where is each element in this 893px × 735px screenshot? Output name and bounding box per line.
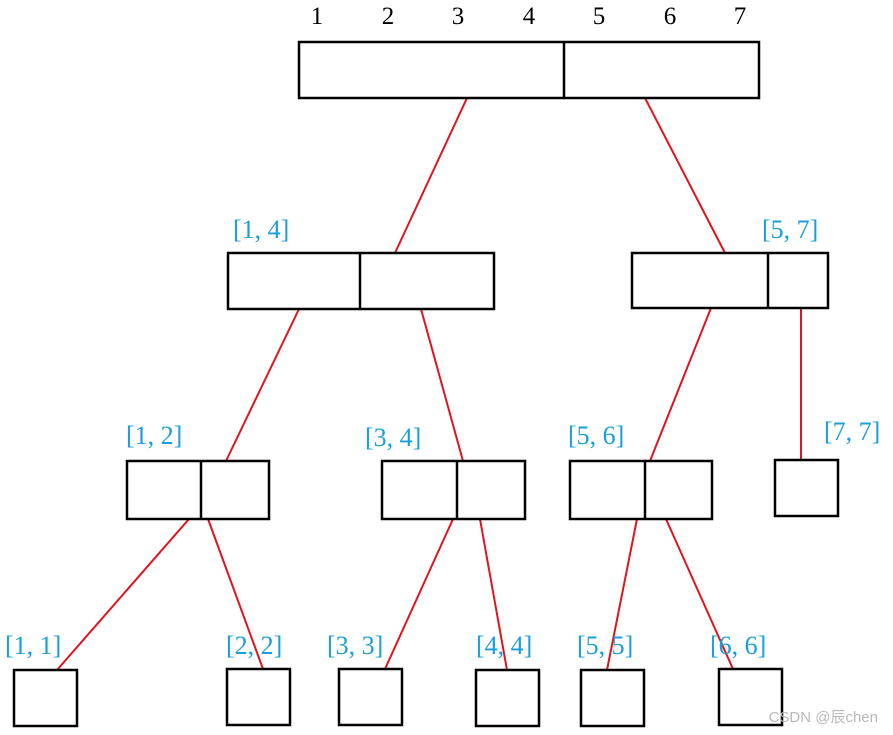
edge-5-7-to-5-6: [649, 307, 712, 462]
range-label-3-4: [3, 4]: [365, 423, 421, 452]
index-label: 6: [664, 3, 677, 30]
node-5-6: [568, 459, 714, 521]
range-label-1-4: [1, 4]: [233, 215, 289, 244]
range-label-5-5: [5, 5]: [577, 631, 633, 660]
edge-5-6-to-5-5: [606, 518, 638, 671]
range-label-7-7: [7, 7]: [824, 417, 880, 446]
edge-1-2-to-2-2: [207, 518, 264, 670]
leaf-4-4: [474, 668, 541, 728]
index-label: 2: [382, 3, 395, 30]
node-1-2: [125, 459, 271, 521]
index-label: 3: [452, 3, 465, 30]
range-label-1-2: [1, 2]: [126, 421, 182, 450]
watermark: CSDN @辰chen: [769, 709, 878, 726]
index-label: 1: [311, 3, 324, 30]
edge-root-to-5-7: [644, 97, 726, 254]
edge-3-4-to-3-3: [384, 518, 454, 670]
leaf-2-2: [225, 667, 292, 727]
leaf-1-1: [12, 668, 79, 728]
tree-edges: [56, 97, 802, 671]
node-5-7: [630, 251, 830, 310]
node-3-4: [380, 459, 527, 521]
range-label-5-7: [5, 7]: [762, 215, 818, 244]
index-label: 5: [593, 3, 606, 30]
edge-1-4-to-1-2: [225, 308, 300, 462]
leaf-7-7: [773, 458, 840, 518]
edge-3-4-to-4-4: [479, 518, 508, 671]
edge-root-to-1-4: [394, 97, 468, 254]
leaf-5-5: [579, 668, 646, 728]
edge-1-4-to-3-4: [420, 308, 464, 462]
edge-1-2-to-1-1: [56, 518, 190, 671]
index-labels: 1 2 3 4 5 6 7: [311, 3, 747, 30]
range-label-4-4: [4, 4]: [476, 631, 532, 660]
index-label: 7: [734, 3, 747, 30]
range-label-2-2: [2, 2]: [226, 631, 282, 660]
leaf-6-6: [717, 667, 784, 727]
node-1-4: [226, 251, 496, 311]
index-label: 4: [523, 3, 536, 30]
range-label-3-3: [3, 3]: [327, 631, 383, 660]
range-label-1-1: [1, 1]: [5, 631, 61, 660]
range-label-6-6: [6, 6]: [710, 631, 766, 660]
root-node: [297, 40, 761, 100]
leaf-3-3: [337, 667, 404, 727]
range-label-5-6: [5, 6]: [568, 421, 624, 450]
edge-5-6-to-6-6: [665, 518, 734, 670]
